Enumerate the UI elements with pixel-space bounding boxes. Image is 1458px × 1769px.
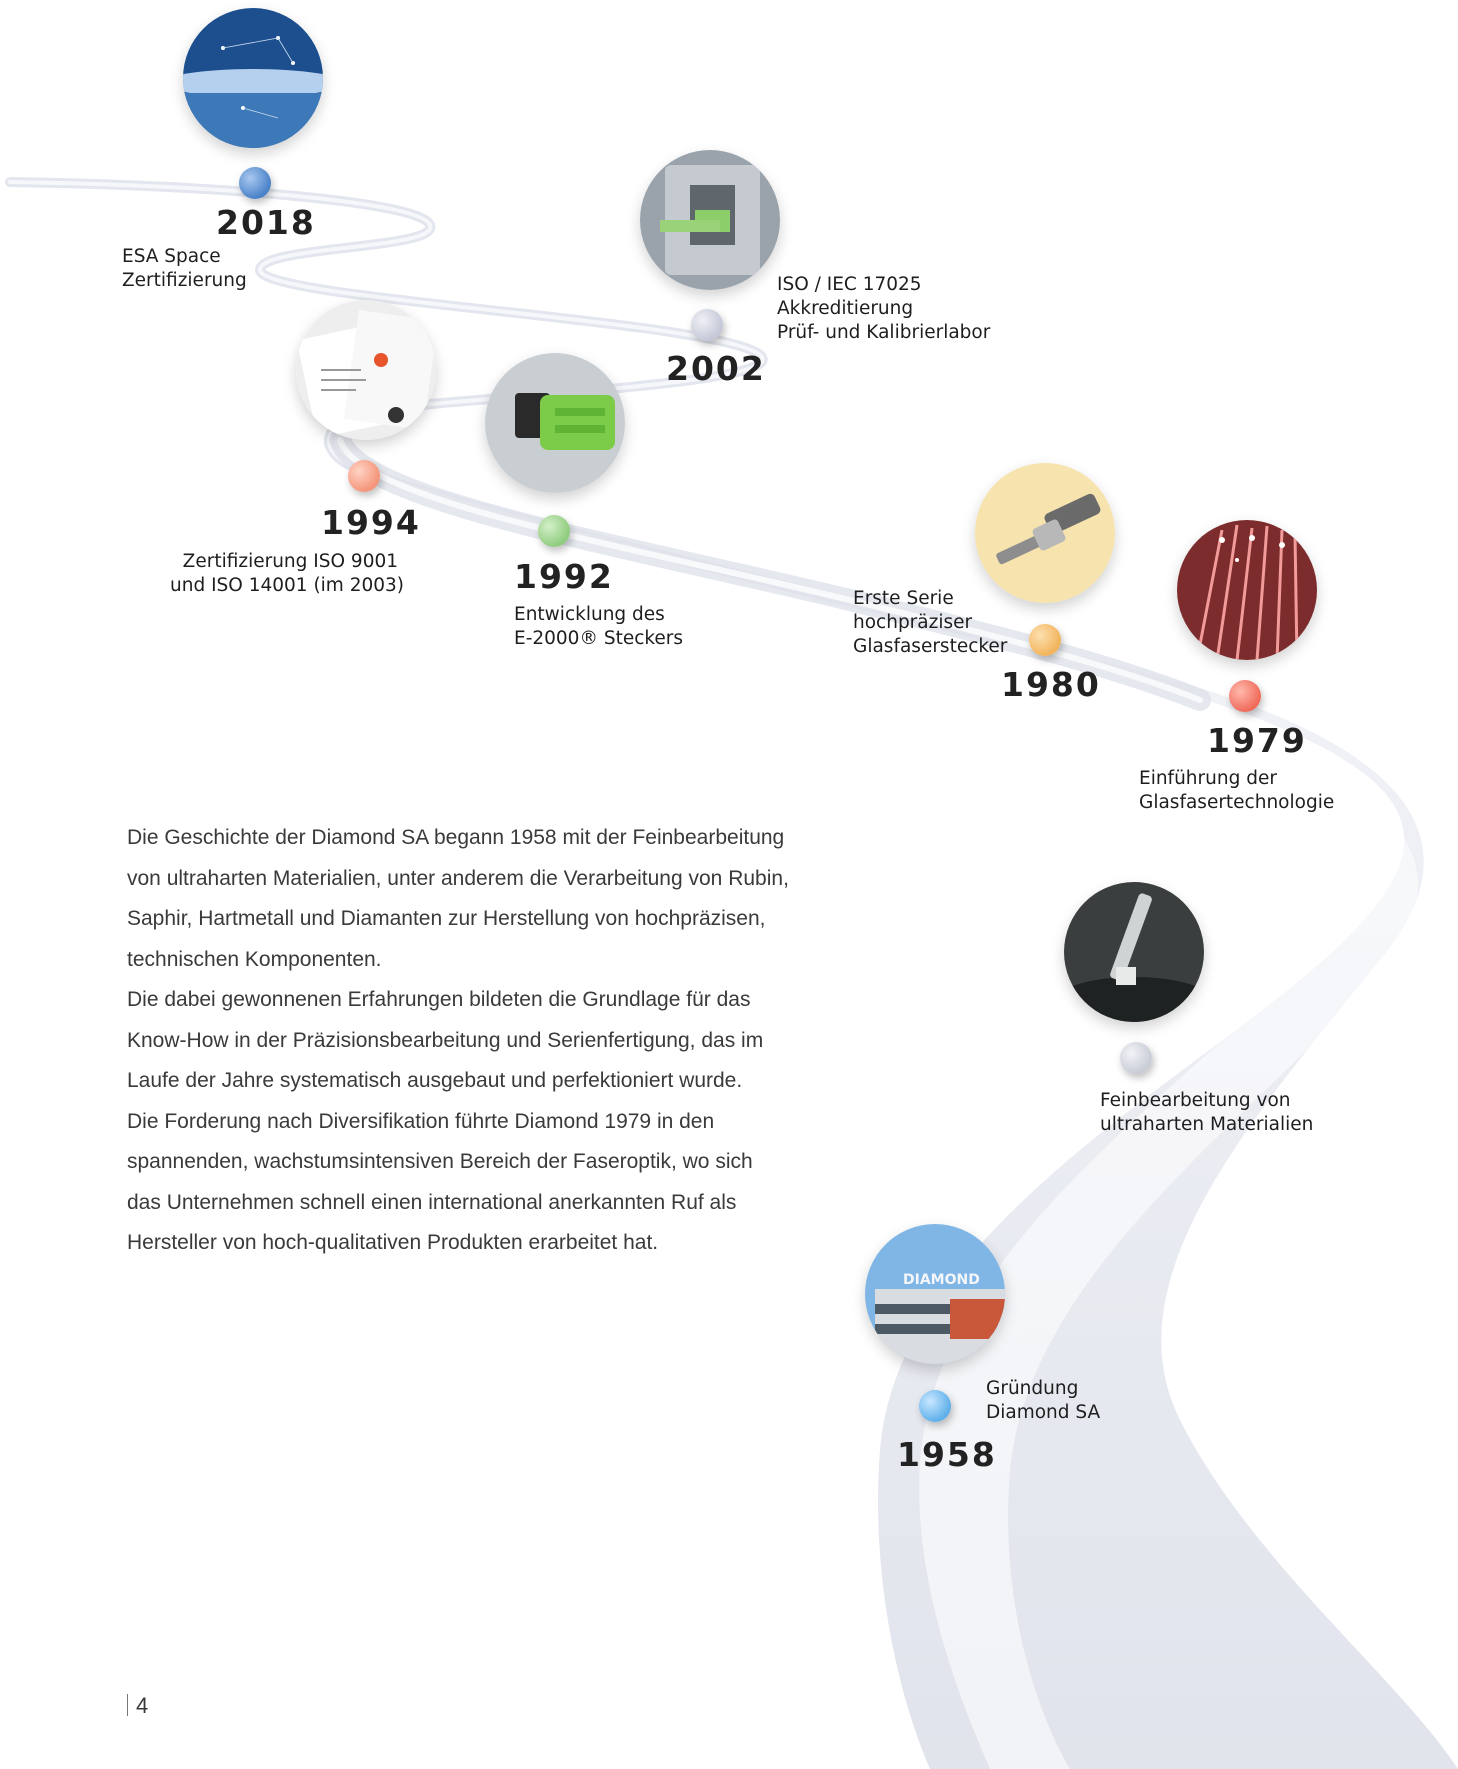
year-1958: 1958	[897, 1435, 997, 1474]
intro-line: technischen Komponenten.	[127, 947, 382, 971]
page-number-divider	[127, 1694, 128, 1716]
intro-line: Die Geschichte der Diamond SA begann 195…	[127, 826, 785, 849]
year-2002: 2002	[666, 349, 766, 388]
intro-line: spannenden, wachstumsintensiven Bereich …	[127, 1150, 753, 1173]
intro-line: Die dabei gewonnenen Erfahrungen bildete…	[127, 988, 751, 1011]
intro-line: Laufe der Jahre systematisch ausgebaut u…	[127, 1069, 743, 1092]
earth-network-photo	[183, 8, 323, 148]
milestone-dot-2018	[239, 167, 271, 199]
fiber-plug-photo	[975, 463, 1115, 603]
diamond-building-photo: DIAMOND	[865, 1224, 1005, 1364]
intro-line: Saphir, Hartmetall und Diamanten zur Her…	[127, 907, 766, 930]
page-number: 4	[127, 1693, 148, 1719]
milestone-dot-2002	[691, 309, 723, 341]
certificates-photo	[296, 300, 436, 440]
green-connector-photo	[485, 353, 625, 493]
intro-line: Die Forderung nach Diversifikation führt…	[127, 1109, 715, 1133]
milestone-dot-1958	[919, 1390, 951, 1422]
intro-line: von ultraharten Materialien, unter ander…	[127, 866, 789, 890]
intro-line: Hersteller von hoch-qualitativen Produkt…	[127, 1231, 659, 1254]
year-1979: 1979	[1207, 721, 1307, 760]
milestone-dot-1994	[348, 460, 380, 492]
page-number-value: 4	[136, 1693, 149, 1718]
intro-text: Die Geschichte der Diamond SA begann 195…	[127, 818, 827, 1264]
building-sign: DIAMOND	[903, 1272, 980, 1288]
intro-line: das Unternehmen schnell einen internatio…	[127, 1190, 737, 1214]
year-1980: 1980	[1001, 665, 1101, 704]
stylus-photo	[1064, 882, 1204, 1022]
year-1992: 1992	[514, 557, 614, 596]
milestone-dot-1980	[1029, 624, 1061, 656]
year-2018: 2018	[216, 203, 316, 242]
connector-adapter-photo	[640, 150, 780, 290]
milestone-dot-1992	[538, 515, 570, 547]
intro-line: Know-How in der Präzisionsbearbeitung un…	[127, 1028, 764, 1052]
milestone-dot-1979	[1229, 680, 1261, 712]
milestone-dot-feinbearbeitung	[1120, 1042, 1152, 1074]
optical-fibers-photo	[1177, 520, 1317, 660]
year-1994: 1994	[321, 503, 421, 542]
